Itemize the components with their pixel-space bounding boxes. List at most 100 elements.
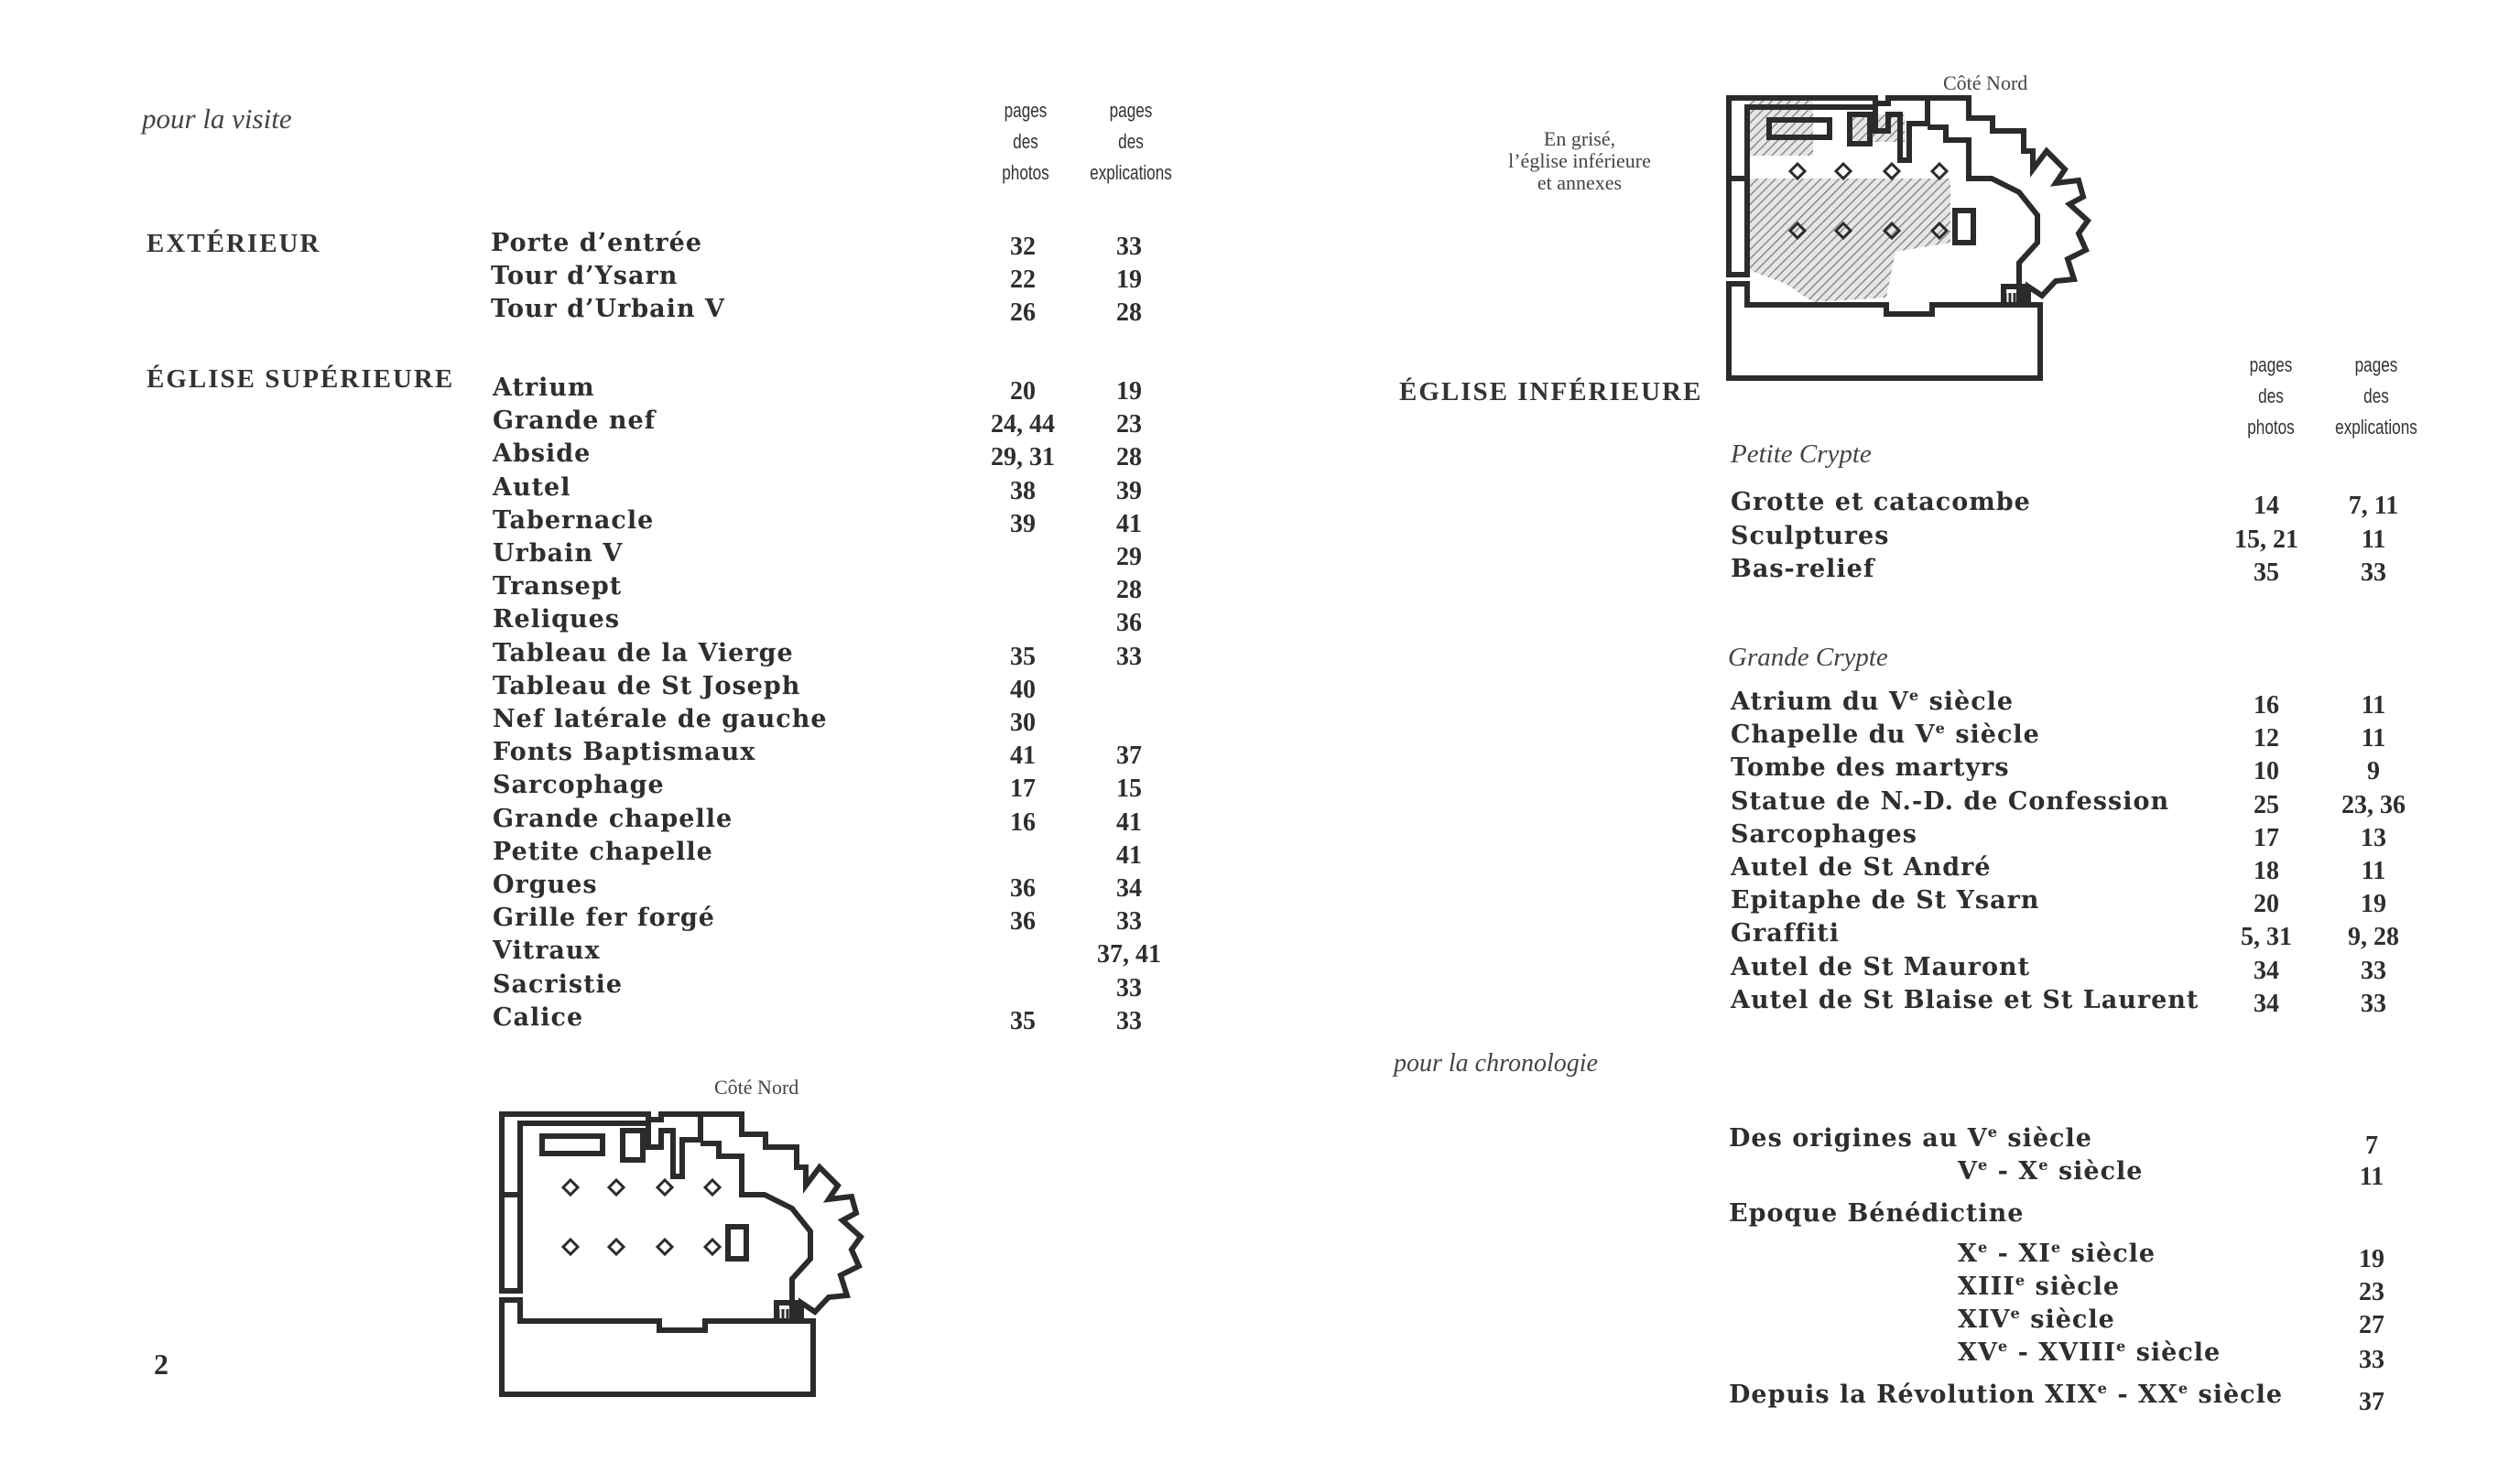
entry-label: Urbain V	[493, 539, 624, 568]
entry-explications-page: 39	[1116, 476, 1142, 505]
entry-label: Statue de N.-D. de Confession	[1731, 786, 2170, 816]
chrono-x-xi-page: 19	[2359, 1245, 2384, 1273]
entry-explications-page: 33	[2361, 989, 2386, 1018]
entry-label: Sacristie	[493, 969, 624, 999]
entry-explications-page: 41	[1116, 840, 1142, 870]
entry-explications-page: 33	[1116, 1006, 1142, 1035]
entry-photos-page: 41	[1010, 742, 1036, 771]
chrono-xiii: XIIIe siècle	[1958, 1272, 2121, 1301]
page-number: 2	[154, 1348, 168, 1381]
chrono-xiii-page: 23	[2359, 1278, 2384, 1306]
entry-label: Autel	[493, 472, 571, 502]
entry-photos-page: 34	[2254, 956, 2279, 985]
plan-legend: En grisé, l’église inférieure et annexes	[1508, 127, 1651, 194]
entry-label: Sarcophages	[1731, 819, 1917, 849]
entry-photos-page: 17	[2254, 823, 2279, 852]
entry-photos-page: 34	[2254, 989, 2279, 1018]
entry-photos-page: 14	[2254, 492, 2279, 520]
left-plan-caption: Côté Nord	[714, 1076, 799, 1099]
entry-photos-page: 39	[1010, 509, 1036, 538]
entry-label: Tableau de St Joseph	[493, 671, 801, 700]
chrono-revolution: Depuis la Révolution XIXe - XXe siècle	[1729, 1380, 2284, 1409]
grande-crypte-title: Grande Crypte	[1728, 643, 1888, 672]
chrono-x-xi: Xe - XIe siècle	[1958, 1239, 2156, 1268]
section-eglise-superieure: ÉGLISE SUPÉRIEURE	[147, 364, 455, 394]
entry-explications-page: 19	[1116, 265, 1142, 294]
entry-label: Porte d’entrée	[491, 229, 703, 257]
petite-crypte-title: Petite Crypte	[1731, 439, 1872, 469]
entry-label: Grande chapelle	[493, 804, 733, 833]
entry-explications-page: 33	[1116, 907, 1142, 937]
entry-explications-page: 33	[2361, 956, 2386, 985]
entry-explications-page: 36	[1116, 609, 1142, 638]
chrono-xv-xviii: XVe - XVIIIe siècle	[1958, 1338, 2221, 1367]
entry-photos-page: 15, 21	[2234, 525, 2298, 554]
entry-label: Abside	[493, 439, 592, 469]
entry-photos-page: 10	[2254, 757, 2279, 786]
entry-explications-page: 11	[2361, 691, 2386, 720]
chrono-origines-page: 7	[2365, 1132, 2378, 1160]
entry-explications-page: 19	[1116, 377, 1142, 406]
entry-photos-page: 18	[2254, 857, 2279, 885]
entry-photos-page: 30	[1010, 709, 1036, 737]
entry-explications-page: 28	[1116, 576, 1142, 605]
entry-photos-page: 35	[2254, 558, 2279, 587]
section-exterieur: EXTÉRIEUR	[147, 229, 321, 258]
entry-explications-page: 33	[1116, 973, 1142, 1002]
entry-label: Autel de St André	[1731, 853, 1992, 882]
visit-intro: pour la visite	[142, 103, 292, 135]
entry-label: Sculptures	[1731, 521, 1890, 550]
entry-label: Graffiti	[1731, 919, 1840, 948]
entry-label: Tombe des martyrs	[1731, 753, 2010, 783]
entry-photos-page: 36	[1010, 907, 1036, 937]
entry-photos-page: 35	[1010, 1006, 1036, 1035]
entry-explications-page: 41	[1116, 807, 1142, 837]
entry-label: Calice	[493, 1002, 584, 1032]
entry-explications-page: 23, 36	[2341, 790, 2406, 819]
chrono-benedictine: Epoque Bénédictine	[1729, 1199, 2025, 1228]
entry-photos-page: 20	[1010, 377, 1036, 406]
entry-label: Autel de St Mauront	[1731, 952, 2031, 981]
entry-explications-page: 13	[2361, 823, 2386, 852]
entry-photos-page: 12	[2254, 724, 2279, 753]
section-eglise-inferieure: ÉGLISE INFÉRIEURE	[1399, 377, 1703, 406]
entry-photos-page: 26	[1010, 298, 1036, 327]
entry-explications-page: 11	[2361, 857, 2386, 885]
entry-photos-page: 40	[1010, 675, 1036, 704]
entry-label: Nef latérale de gauche	[493, 705, 828, 733]
entry-explications-page: 33	[2361, 558, 2386, 587]
chrono-v-x: Ve - Xe siècle	[1958, 1156, 2144, 1186]
entry-label: Sarcophage	[493, 771, 665, 800]
entry-label: Petite chapelle	[493, 837, 713, 866]
entry-label: Autel de St Blaise et St Laurent	[1731, 985, 2199, 1014]
entry-photos-page: 29, 31	[991, 443, 1055, 472]
entry-label: Orgues	[493, 871, 598, 899]
chrono-revolution-page: 37	[2359, 1388, 2384, 1416]
entry-explications-page: 29	[1116, 543, 1142, 571]
entry-explications-page: 37, 41	[1097, 940, 1161, 969]
entry-label: Grille fer forgé	[493, 904, 715, 933]
entry-label: Atrium du Ve siècle	[1731, 687, 2015, 716]
entry-label: Grotte et catacombe	[1731, 488, 2031, 516]
col-header-photos: pages des photos	[1002, 99, 1049, 184]
entry-label: Reliques	[493, 605, 621, 634]
church-plan-right	[1726, 95, 2091, 381]
entry-explications-page: 9, 28	[2348, 923, 2399, 952]
entry-explications-page: 23	[1116, 410, 1142, 439]
right-plan-caption: Côté Nord	[1943, 71, 2028, 94]
entry-photos-page: 17	[1010, 774, 1036, 804]
entry-explications-page: 28	[1116, 443, 1142, 472]
entry-explications-page: 19	[2361, 890, 2386, 919]
entry-photos-page: 35	[1010, 642, 1036, 671]
entry-explications-page: 33	[1116, 642, 1142, 671]
entry-explications-page: 34	[1116, 874, 1142, 903]
entry-photos-page: 20	[2254, 890, 2279, 919]
chrono-xiv-page: 27	[2359, 1311, 2384, 1339]
chrono-xv-xviii-page: 33	[2359, 1346, 2384, 1374]
entry-explications-page: 37	[1116, 742, 1142, 771]
chrono-v-x-page: 11	[2359, 1163, 2384, 1191]
entry-photos-page: 22	[1010, 265, 1036, 294]
right-col-header-explications: pages des explications	[2335, 353, 2417, 439]
chrono-origines: Des origines au Ve siècle	[1729, 1123, 2092, 1153]
entry-label: Vitraux	[493, 937, 601, 966]
